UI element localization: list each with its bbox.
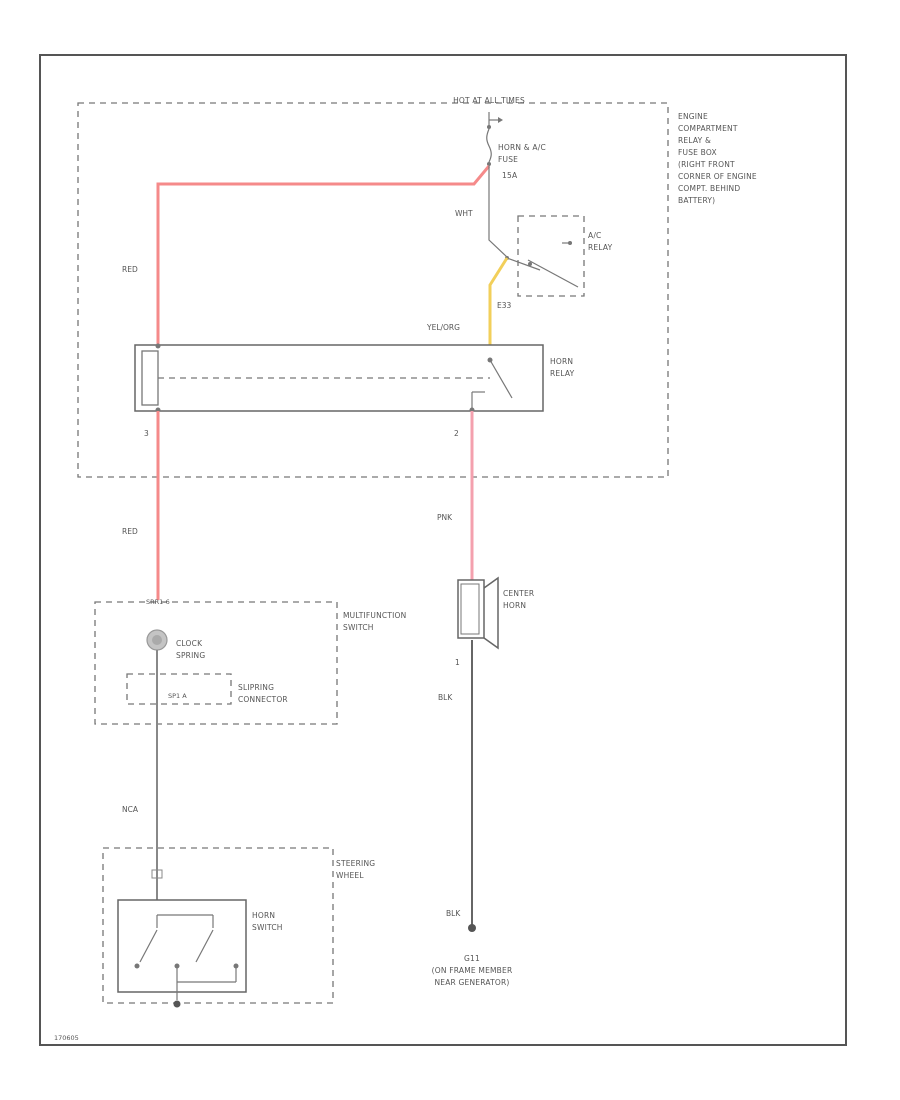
horn-switch-label-2: SWITCH bbox=[252, 923, 283, 932]
wht-wire bbox=[488, 166, 509, 259]
clock-spring-label-1: CLOCK bbox=[176, 639, 203, 648]
wire-label-yel-org: YEL/ORG bbox=[426, 323, 460, 332]
switch-ground-icon bbox=[173, 1000, 181, 1008]
horn-relay: HORN RELAY bbox=[134, 343, 575, 413]
wire-label-red-top: RED bbox=[122, 265, 138, 274]
wire-label-nca: NCA bbox=[122, 805, 139, 814]
svg-text:(RIGHT FRONT: (RIGHT FRONT bbox=[678, 160, 735, 169]
yellow-wire bbox=[488, 257, 509, 345]
wire-label-e33: E33 bbox=[497, 301, 512, 310]
center-horn: CENTER HORN bbox=[457, 576, 534, 650]
ground-id: G11 bbox=[464, 954, 480, 963]
svg-text:ENGINE: ENGINE bbox=[678, 112, 708, 121]
multifunction-label-1: MULTIFUNCTION bbox=[343, 611, 406, 620]
steering-wheel: STEERING WHEEL HORN SWITCH bbox=[102, 847, 375, 1008]
svg-text:RELAY &: RELAY & bbox=[678, 136, 711, 145]
footer-code: 170605 bbox=[54, 1034, 79, 1042]
wire-label-red-bottom: RED bbox=[122, 527, 138, 536]
svg-text:CORNER OF ENGINE: CORNER OF ENGINE bbox=[678, 172, 757, 181]
pin-relay-left: 3 bbox=[144, 429, 149, 438]
center-horn-label-1: CENTER bbox=[503, 589, 534, 598]
red-wire-top bbox=[156, 165, 491, 345]
wire-label-blk-horn: BLK bbox=[438, 693, 453, 702]
center-horn-label-2: HORN bbox=[503, 601, 526, 610]
ac-relay: A/C RELAY bbox=[505, 215, 613, 297]
ground-location-1: (ON FRAME MEMBER bbox=[432, 966, 513, 975]
multifunction-label-2: SWITCH bbox=[343, 623, 374, 632]
ground-location-2: NEAR GENERATOR) bbox=[434, 978, 509, 987]
slipring-label-2: CONNECTOR bbox=[238, 695, 288, 704]
fuse-name-line1: HORN & A/C bbox=[498, 143, 546, 152]
ac-relay-label-2: RELAY bbox=[588, 243, 613, 252]
multifunction-connector: SRR1-6 bbox=[146, 598, 170, 606]
horn-switch-label-1: HORN bbox=[252, 911, 275, 920]
wire-label-wht: WHT bbox=[455, 209, 473, 218]
steering-wheel-label-1: STEERING bbox=[336, 859, 375, 868]
svg-text:COMPARTMENT: COMPARTMENT bbox=[678, 124, 738, 133]
diagram-frame bbox=[39, 54, 847, 1046]
svg-text:COMPT. BEHIND: COMPT. BEHIND bbox=[678, 184, 740, 193]
pin-horn-bottom: 1 bbox=[455, 658, 460, 667]
ac-relay-label-1: A/C bbox=[588, 231, 602, 240]
slipring-connector-pin: SP1 A bbox=[168, 692, 187, 700]
wire-label-blk-ground: BLK bbox=[446, 909, 461, 918]
clock-spring-label-2: SPRING bbox=[176, 651, 205, 660]
slipring-label-1: SLIPRING bbox=[238, 683, 274, 692]
fuse: HORN & A/C FUSE 15A bbox=[486, 112, 546, 180]
ground-symbol bbox=[468, 924, 476, 932]
engine-compartment-box bbox=[77, 102, 669, 478]
fuse-block-header: HOT AT ALL TIMES bbox=[453, 96, 525, 105]
fuse-name-line2: FUSE bbox=[498, 155, 518, 164]
steering-wheel-label-2: WHEEL bbox=[336, 871, 364, 880]
svg-text:FUSE BOX: FUSE BOX bbox=[678, 148, 717, 157]
horn-relay-label-1: HORN bbox=[550, 357, 573, 366]
wire-label-pnk: PNK bbox=[437, 513, 453, 522]
horn-switch bbox=[117, 899, 247, 993]
multifunction-switch: MULTIFUNCTION SWITCH SRR1-6 CLOCK SPRING… bbox=[94, 598, 406, 725]
svg-text:BATTERY): BATTERY) bbox=[678, 196, 715, 205]
pin-relay-right: 2 bbox=[454, 429, 459, 438]
fuse-rating: 15A bbox=[502, 171, 518, 180]
horn-relay-label-2: RELAY bbox=[550, 369, 575, 378]
engine-box-label: ENGINE COMPARTMENT RELAY & FUSE BOX (RIG… bbox=[678, 112, 757, 205]
